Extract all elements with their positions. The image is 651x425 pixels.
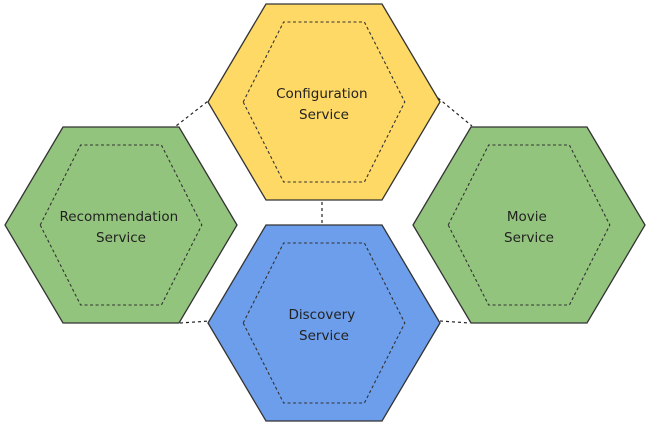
connector-configuration-movie — [437, 97, 473, 127]
recommendation-service-label-line2: Service — [96, 230, 146, 246]
connector-recommendation-discovery — [179, 320, 211, 324]
movie-service-label-line2: Service — [504, 230, 554, 246]
configuration-service-hexagon — [207, 3, 441, 201]
configuration-service-label: Configuration Service — [276, 86, 372, 123]
recommendation-service-node: Recommendation Service — [4, 126, 238, 324]
connector-movie-discovery — [439, 320, 471, 324]
discovery-service-hexagon — [207, 224, 441, 422]
recommendation-service-label-line1: Recommendation — [60, 209, 179, 225]
configuration-service-node: Configuration Service — [207, 3, 441, 201]
configuration-service-label-line1: Configuration — [276, 86, 368, 102]
connector-configuration-recommendation — [175, 97, 213, 127]
discovery-service-label: Discovery Service — [289, 307, 360, 344]
movie-service-hexagon — [412, 126, 646, 324]
recommendation-service-inner-dash — [39, 144, 203, 306]
discovery-service-label-line2: Service — [299, 328, 349, 344]
recommendation-service-label: Recommendation Service — [60, 209, 183, 246]
movie-service-inner-dash — [447, 144, 611, 306]
configuration-service-inner-dash — [242, 21, 406, 183]
configuration-service-label-line2: Service — [299, 107, 349, 123]
recommendation-service-hexagon — [4, 126, 238, 324]
nodes-layer: Configuration Service Recommendation Ser… — [4, 3, 646, 422]
movie-service-label: Movie Service — [504, 209, 554, 246]
movie-service-label-line1: Movie — [507, 209, 547, 225]
connectors-layer — [175, 97, 473, 324]
discovery-service-node: Discovery Service — [207, 224, 441, 422]
movie-service-node: Movie Service — [412, 126, 646, 324]
discovery-service-label-line1: Discovery — [289, 307, 356, 323]
discovery-service-inner-dash — [242, 242, 406, 404]
